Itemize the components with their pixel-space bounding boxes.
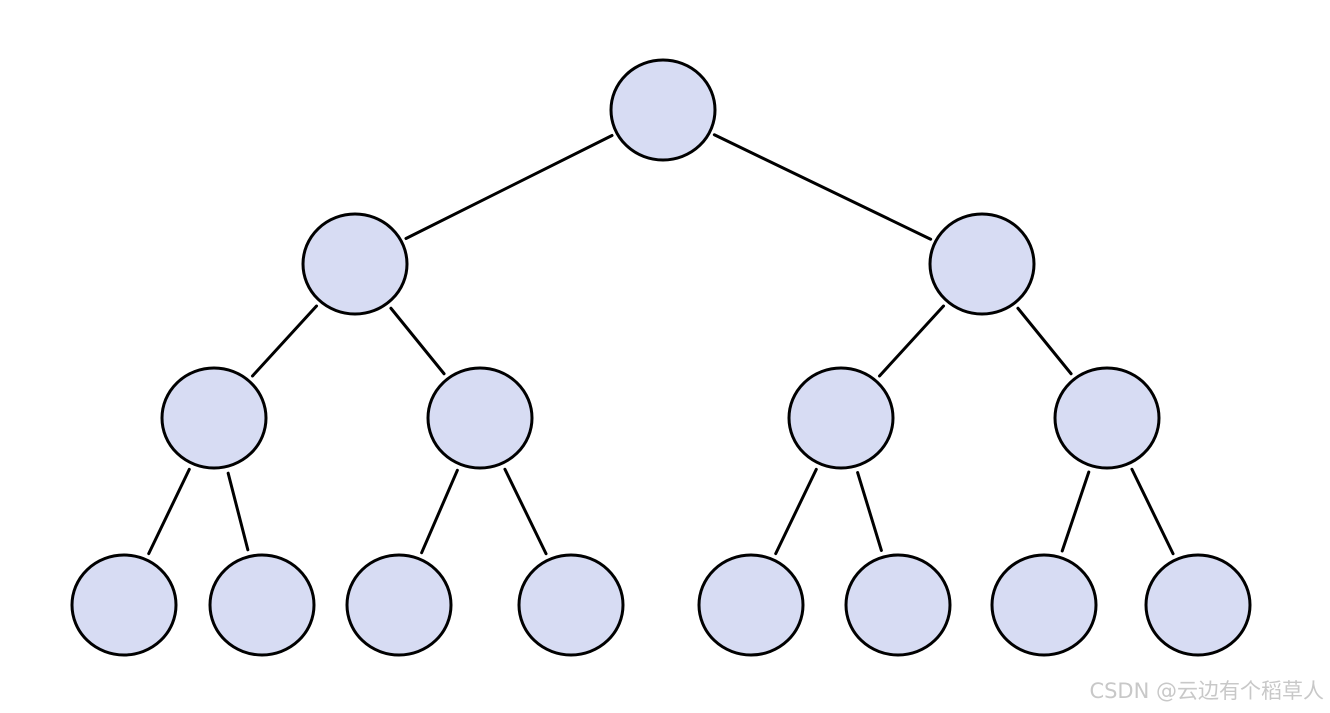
tree-edge-n3-n7	[1016, 306, 1073, 376]
tree-node-n1	[609, 58, 717, 162]
tree-node-n10	[345, 553, 453, 657]
tree-node-n9	[208, 553, 316, 657]
tree-edge-n4-n9	[226, 471, 250, 552]
nodes-layer	[70, 58, 1252, 657]
tree-edge-n5-n11	[503, 467, 548, 556]
tree-node-n3	[928, 212, 1036, 316]
edges-layer	[147, 133, 1175, 556]
tree-node-n5	[426, 366, 534, 470]
tree-node-n7	[1053, 366, 1161, 470]
tree-node-n11	[517, 553, 625, 657]
tree-edge-n2-n5	[389, 306, 446, 376]
tree-edge-n6-n12	[774, 467, 818, 556]
tree-node-n4	[160, 366, 268, 470]
tree-node-n12	[697, 553, 805, 657]
tree-node-n13	[844, 553, 952, 657]
tree-node-n15	[1144, 553, 1252, 657]
tree-edge-n5-n10	[420, 468, 459, 555]
tree-node-n6	[787, 366, 895, 470]
tree-edge-n7-n15	[1130, 467, 1175, 556]
tree-edge-n1-n3	[712, 133, 933, 241]
tree-edge-n1-n2	[404, 133, 614, 241]
tree-node-n14	[990, 553, 1098, 657]
tree-node-n8	[70, 553, 178, 657]
tree-edge-n2-n4	[250, 304, 319, 378]
tree-edge-n7-n14	[1060, 470, 1091, 553]
tree-edge-n4-n8	[147, 467, 191, 556]
watermark-text: CSDN @云边有个稻草人	[1089, 679, 1324, 703]
tree-edge-n3-n6	[877, 304, 946, 378]
tree-edge-n6-n13	[856, 471, 883, 552]
tree-node-n2	[301, 212, 409, 316]
